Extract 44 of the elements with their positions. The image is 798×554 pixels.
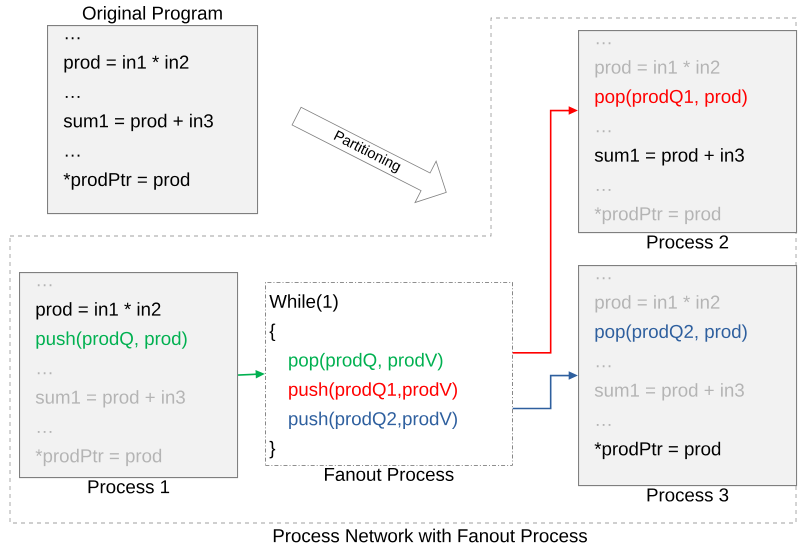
code-line: prod = in1 * in2 xyxy=(64,55,188,72)
code-line: … xyxy=(596,188,610,191)
node-label: Process Network with Fanout Process xyxy=(274,528,587,542)
code-line: prod = in1 * in2 xyxy=(36,302,160,320)
code-line: … xyxy=(596,365,610,368)
code-line: … xyxy=(596,424,610,426)
code-box xyxy=(578,30,798,234)
code-line: *prodPtr = prod xyxy=(36,448,162,466)
code-line: … xyxy=(66,37,80,40)
code-line: pop(prodQ, prodV) xyxy=(289,352,442,370)
code-line: push(prodQ1,prodV) xyxy=(289,382,457,400)
code-line: sum1 = prod + in3 xyxy=(594,148,744,166)
code-line: … xyxy=(596,277,610,280)
code-line: *prodPtr = prod xyxy=(594,442,720,460)
box-title: Process 3 xyxy=(648,488,728,502)
code-line: push(prodQ2,prodV) xyxy=(289,412,457,429)
code-line: … xyxy=(596,42,610,44)
code-line: { xyxy=(270,324,276,341)
box-title: Process 1 xyxy=(88,480,170,494)
box-title: Original Program xyxy=(82,6,222,24)
code-line: pop(prodQ1, prod) xyxy=(596,89,747,107)
code-line: … xyxy=(66,96,80,98)
box-title: Fanout Process xyxy=(325,468,454,481)
code-line: … xyxy=(66,154,80,157)
box-title: Process 2 xyxy=(648,235,728,249)
loop-box xyxy=(265,282,513,466)
code-line: sum1 = prod + in3 xyxy=(36,390,185,408)
code-line: *prodPtr = prod xyxy=(64,172,190,190)
code-line: pop(prodQ2, prod) xyxy=(596,324,747,342)
code-line: } xyxy=(270,440,276,458)
code-line: sum1 = prod + in3 xyxy=(594,383,744,400)
code-line: … xyxy=(38,284,52,286)
code-box xyxy=(47,25,258,214)
code-line: *prodPtr = prod xyxy=(594,206,720,224)
code-box xyxy=(578,265,798,486)
code-box xyxy=(19,272,238,478)
code-line: … xyxy=(38,430,52,433)
code-line: … xyxy=(38,372,52,374)
code-line: … xyxy=(596,130,610,132)
code-line: sum1 = prod + in3 xyxy=(64,114,213,132)
code-line: While(1) xyxy=(269,294,338,312)
code-line: push(prodQ, prod) xyxy=(36,331,187,349)
code-line: prod = in1 * in2 xyxy=(596,60,720,78)
code-line: prod = in1 * in2 xyxy=(596,295,720,312)
